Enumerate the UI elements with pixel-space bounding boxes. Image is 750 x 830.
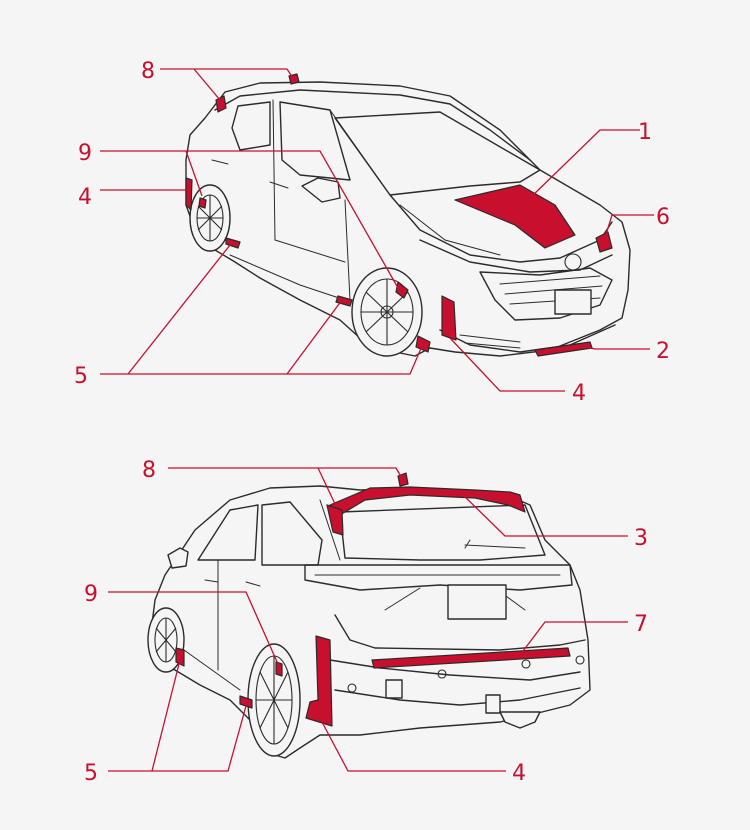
leader-front-8 bbox=[160, 68, 294, 101]
callout-front-2: 2 bbox=[656, 339, 670, 364]
rear-reflector bbox=[385, 679, 403, 699]
leader-front-4-right bbox=[449, 337, 565, 392]
leader-rear-9 bbox=[108, 591, 279, 665]
front-license-plate bbox=[554, 289, 592, 315]
leader-rear-5 bbox=[108, 659, 247, 772]
part-rear-corner bbox=[305, 635, 333, 727]
front-wheel-front-hub bbox=[380, 305, 394, 319]
part-front-emblem bbox=[595, 231, 613, 253]
rear-wiper bbox=[464, 539, 526, 549]
part-hood-decal bbox=[454, 184, 576, 249]
part-rear-wheel-accent bbox=[275, 661, 283, 677]
part-rear-side-sill-rear bbox=[239, 695, 253, 709]
rear-c-pillar bbox=[319, 499, 341, 561]
rear-side-mirror bbox=[167, 547, 189, 569]
part-side-sill-front bbox=[335, 295, 353, 307]
rear-tailgate-lower bbox=[334, 614, 586, 651]
callout-front-4-right: 4 bbox=[572, 381, 586, 406]
rear-wheel-rear-spokes bbox=[256, 656, 292, 744]
front-door-handle-1 bbox=[211, 159, 229, 165]
leader-rear-4 bbox=[321, 721, 506, 772]
front-a-pillar bbox=[329, 109, 391, 196]
rear-sensor-4 bbox=[575, 655, 585, 665]
leader-rear-8 bbox=[168, 467, 403, 507]
part-roof-spoiler-tip bbox=[288, 73, 300, 85]
front-emblem bbox=[564, 253, 582, 271]
front-lower-bumper bbox=[439, 324, 616, 353]
rear-bumper bbox=[329, 659, 581, 706]
front-view-parts bbox=[185, 73, 613, 357]
part-rear-spoiler-left-tip bbox=[326, 504, 344, 536]
front-view-callouts: 8 9 4 5 1 6 2 4 bbox=[74, 59, 670, 406]
callout-front-6: 6 bbox=[656, 205, 670, 230]
rear-sensor-2 bbox=[437, 669, 447, 679]
callout-rear-4: 4 bbox=[512, 761, 526, 786]
leader-front-5 bbox=[100, 244, 423, 375]
front-side-window-rear bbox=[231, 101, 271, 151]
rear-license-plate bbox=[447, 584, 507, 620]
leader-front-1 bbox=[529, 129, 640, 199]
rear-view-car bbox=[147, 485, 591, 759]
rear-window bbox=[339, 504, 546, 561]
rear-wheel-front-spokes bbox=[155, 618, 177, 662]
part-roof-spoiler-front bbox=[215, 95, 227, 113]
rear-right-tire bbox=[499, 711, 541, 729]
rear-view-parts bbox=[175, 472, 571, 727]
part-rear-roof-spoiler bbox=[329, 486, 526, 516]
callout-rear-8: 8 bbox=[142, 458, 156, 483]
callout-rear-5: 5 bbox=[84, 761, 98, 786]
rear-side-window-1 bbox=[197, 504, 259, 561]
rear-door-handle-2 bbox=[245, 581, 261, 587]
callout-rear-7: 7 bbox=[634, 612, 648, 637]
rear-view-callouts: 8 3 9 7 5 4 bbox=[84, 458, 648, 786]
rear-view-leaders bbox=[108, 467, 628, 772]
callout-front-5: 5 bbox=[74, 364, 88, 389]
leader-rear-7 bbox=[519, 621, 628, 656]
part-side-sill-rear bbox=[225, 237, 241, 249]
callout-front-1: 1 bbox=[638, 120, 652, 145]
front-wheel-front-spokes bbox=[361, 279, 413, 345]
front-hood-crease bbox=[399, 204, 501, 256]
callout-rear-3: 3 bbox=[634, 526, 648, 551]
part-rear-garnish bbox=[371, 647, 571, 669]
part-wheel-accent-rear bbox=[198, 197, 207, 209]
part-side-sill-bumper bbox=[415, 335, 431, 353]
rear-side-window-2 bbox=[261, 501, 323, 566]
rear-sensor-3 bbox=[521, 659, 531, 669]
front-side-window-front bbox=[279, 101, 351, 181]
front-fog-lights bbox=[459, 334, 521, 349]
rear-sensor-1 bbox=[347, 683, 357, 693]
part-front-corner-left bbox=[441, 295, 457, 341]
leader-rear-3 bbox=[459, 491, 628, 537]
front-headlight-band bbox=[419, 239, 613, 273]
front-side-mirror bbox=[301, 177, 341, 203]
leader-front-2 bbox=[579, 345, 650, 350]
front-b-pillar bbox=[272, 99, 276, 241]
part-rear-side-sill-front bbox=[175, 647, 185, 667]
front-door-line bbox=[274, 199, 351, 301]
leader-front-9 bbox=[100, 150, 403, 296]
front-grille bbox=[479, 267, 613, 321]
callout-rear-9: 9 bbox=[84, 582, 98, 607]
front-door-handle-2 bbox=[269, 181, 289, 189]
part-wheel-accent-front bbox=[395, 281, 409, 299]
part-front-corner-right bbox=[185, 177, 193, 211]
rear-exhaust bbox=[485, 694, 501, 714]
front-wheel-rear-spokes bbox=[197, 195, 223, 241]
callout-front-8: 8 bbox=[141, 59, 155, 84]
rear-door-handle-1 bbox=[204, 579, 219, 583]
front-view-leaders bbox=[100, 68, 654, 392]
callout-front-9: 9 bbox=[78, 141, 92, 166]
leader-front-6 bbox=[604, 214, 654, 239]
front-rocker-line bbox=[229, 254, 346, 301]
callout-front-4-left: 4 bbox=[78, 185, 92, 210]
front-roofline bbox=[214, 89, 531, 161]
